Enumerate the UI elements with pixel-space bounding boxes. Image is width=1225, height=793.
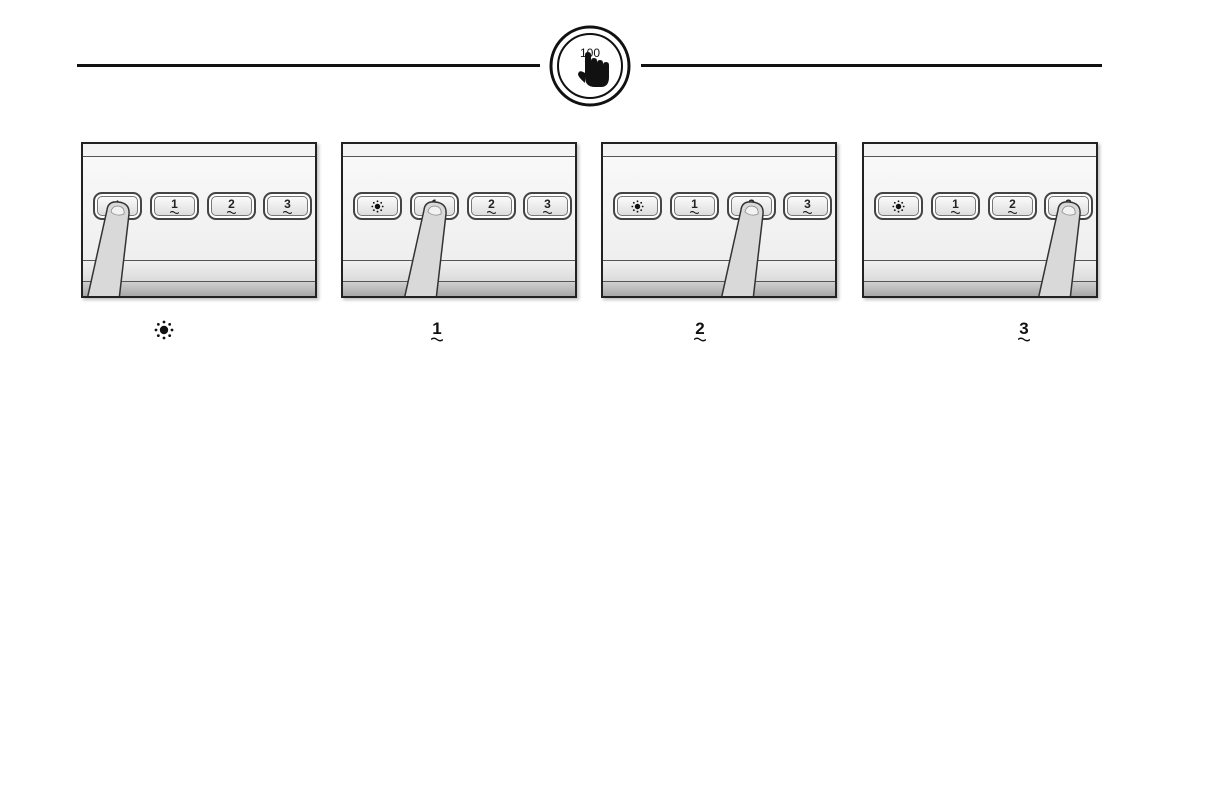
panel-strip-top <box>603 144 835 157</box>
speed-2-button[interactable]: 2 <box>727 192 776 220</box>
sun-icon <box>111 200 124 213</box>
key-label: 3 <box>1065 198 1072 210</box>
speed-1-button[interactable]: 1 <box>670 192 719 220</box>
step-caption-4: 3 <box>1004 320 1044 352</box>
key-label: 3 <box>544 198 551 210</box>
light-button[interactable] <box>93 192 142 220</box>
light-button[interactable] <box>353 192 402 220</box>
speed-3-button[interactable]: 3 <box>783 192 832 220</box>
panel-strip-top <box>864 144 1096 157</box>
caption-label: 3 <box>1019 320 1028 337</box>
key-label: 1 <box>171 198 178 210</box>
touch-hand-icon: 100 <box>549 25 631 107</box>
wave-icon <box>951 210 960 215</box>
speed-1-button[interactable]: 1 <box>931 192 980 220</box>
panel-strip-top <box>83 144 315 157</box>
wave-icon <box>803 210 812 215</box>
key-row: 1 2 3 <box>874 192 1090 220</box>
panel-base <box>603 282 835 296</box>
key-label: 1 <box>431 198 438 210</box>
caption-label: 2 <box>695 320 704 337</box>
wave-icon <box>170 210 179 215</box>
wave-icon <box>1064 210 1073 215</box>
key-label: 3 <box>284 198 291 210</box>
header-rule-left <box>77 64 540 67</box>
key-label: 2 <box>488 198 495 210</box>
wave-icon <box>1008 210 1017 215</box>
caption-label: 1 <box>432 320 441 337</box>
header-rule-right <box>641 64 1102 67</box>
key-row: 1 2 3 <box>613 192 829 220</box>
key-label: 2 <box>1009 198 1016 210</box>
key-label: 1 <box>691 198 698 210</box>
speed-2-button[interactable]: 2 <box>207 192 256 220</box>
step-caption-2: 1 <box>417 320 457 352</box>
control-panel-step-1: 1 2 3 <box>81 142 317 298</box>
panel-strip-top <box>343 144 575 157</box>
sun-icon <box>892 200 905 213</box>
control-panel-step-2: 1 2 3 <box>341 142 577 298</box>
panel-base <box>343 282 575 296</box>
speed-1-button[interactable]: 1 <box>410 192 459 220</box>
wave-icon <box>543 210 552 215</box>
sun-icon <box>154 320 174 340</box>
speed-1-button[interactable]: 1 <box>150 192 199 220</box>
speed-3-button[interactable]: 3 <box>263 192 312 220</box>
sun-icon <box>371 200 384 213</box>
speed-2-button[interactable]: 2 <box>988 192 1037 220</box>
light-button[interactable] <box>874 192 923 220</box>
panel-base <box>83 282 315 296</box>
panel-strip-bottom <box>603 260 835 282</box>
key-label: 3 <box>804 198 811 210</box>
wave-icon <box>283 210 292 215</box>
wave-icon <box>431 337 443 342</box>
wave-icon <box>487 210 496 215</box>
key-row: 1 2 3 <box>93 192 309 220</box>
sun-icon <box>631 200 644 213</box>
wave-icon <box>1018 337 1030 342</box>
speed-2-button[interactable]: 2 <box>467 192 516 220</box>
wave-icon <box>690 210 699 215</box>
light-button[interactable] <box>613 192 662 220</box>
wave-icon <box>694 337 706 342</box>
panel-base <box>864 282 1096 296</box>
key-label: 1 <box>952 198 959 210</box>
wave-icon <box>747 210 756 215</box>
panel-strip-bottom <box>343 260 575 282</box>
control-panel-step-3: 1 2 3 <box>601 142 837 298</box>
control-panel-step-4: 1 2 3 <box>862 142 1098 298</box>
key-row: 1 2 3 <box>353 192 569 220</box>
key-label: 2 <box>228 198 235 210</box>
wave-icon <box>430 210 439 215</box>
step-caption-1 <box>144 320 184 352</box>
speed-3-button[interactable]: 3 <box>1044 192 1093 220</box>
step-caption-3: 2 <box>680 320 720 352</box>
wave-icon <box>227 210 236 215</box>
speed-3-button[interactable]: 3 <box>523 192 572 220</box>
panel-strip-bottom <box>864 260 1096 282</box>
panel-strip-bottom <box>83 260 315 282</box>
key-label: 2 <box>748 198 755 210</box>
